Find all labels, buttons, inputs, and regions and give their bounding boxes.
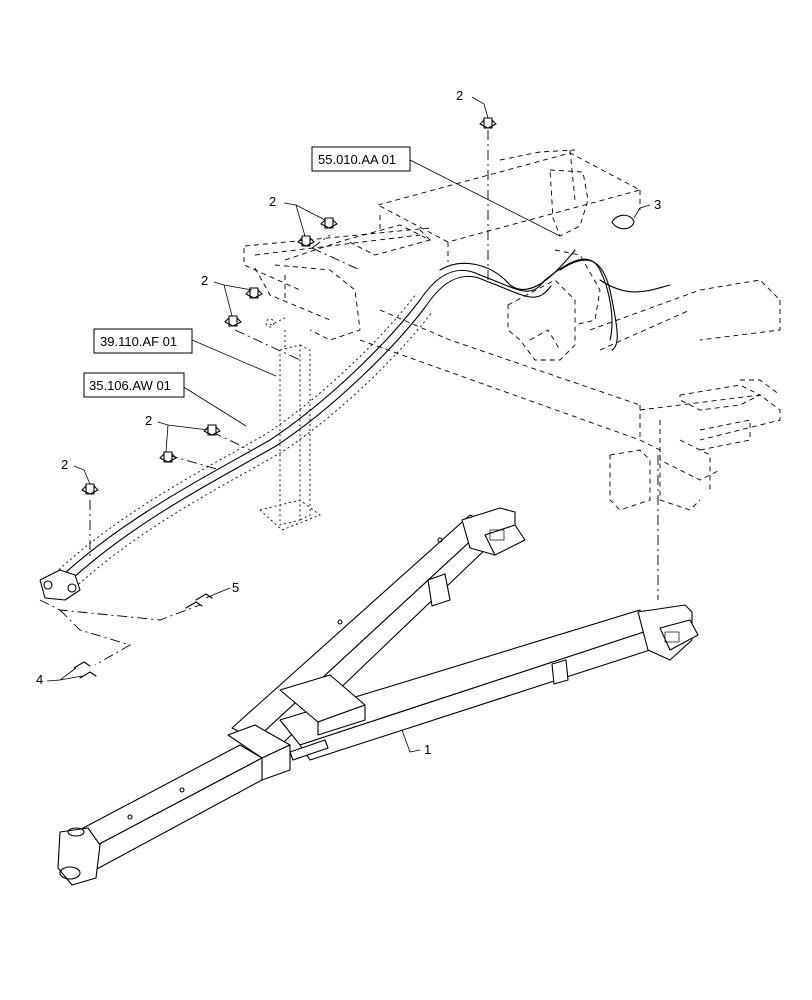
bolt-icon bbox=[245, 287, 263, 299]
bolt-icon bbox=[297, 235, 315, 247]
reference-box-55[interactable]: 55.010.AA 01 bbox=[311, 146, 411, 172]
reference-box-39[interactable]: 39.110.AF 01 bbox=[93, 328, 193, 354]
bolts bbox=[81, 117, 497, 495]
hitch-plate-ghost bbox=[274, 169, 601, 361]
callout-2: 2 bbox=[201, 273, 208, 288]
hose-coupler bbox=[39, 569, 81, 601]
hitch-tongue bbox=[57, 507, 699, 886]
bolt-icon bbox=[320, 217, 338, 229]
callout-5: 5 bbox=[232, 580, 239, 595]
callout-2: 2 bbox=[269, 194, 276, 209]
jack-stand bbox=[259, 317, 321, 531]
reference-lines bbox=[39, 130, 659, 666]
callout-1: 1 bbox=[424, 742, 431, 757]
reference-label: 55.010.AA 01 bbox=[318, 152, 396, 167]
callouts: 2 2 2 2 2 3 5 4 1 bbox=[36, 88, 661, 757]
reference-box-35[interactable]: 35.106.AW 01 bbox=[83, 372, 185, 398]
small-parts bbox=[73, 593, 213, 679]
reference-label: 35.106.AW 01 bbox=[89, 378, 171, 393]
clip-part-3 bbox=[611, 214, 635, 230]
callout-2: 2 bbox=[145, 413, 152, 428]
bolt-icon bbox=[81, 483, 99, 495]
bolt-icon bbox=[224, 315, 242, 327]
bolt-icon bbox=[479, 117, 497, 129]
callout-2: 2 bbox=[61, 457, 68, 472]
bolt-icon bbox=[159, 451, 177, 463]
reference-label: 39.110.AF 01 bbox=[100, 334, 177, 349]
leader-lines bbox=[46, 96, 651, 753]
callout-2: 2 bbox=[456, 88, 463, 103]
ghost-frame bbox=[243, 149, 781, 511]
callout-3: 3 bbox=[654, 197, 661, 212]
callout-4: 4 bbox=[36, 672, 43, 687]
hose-bundle bbox=[47, 249, 671, 599]
